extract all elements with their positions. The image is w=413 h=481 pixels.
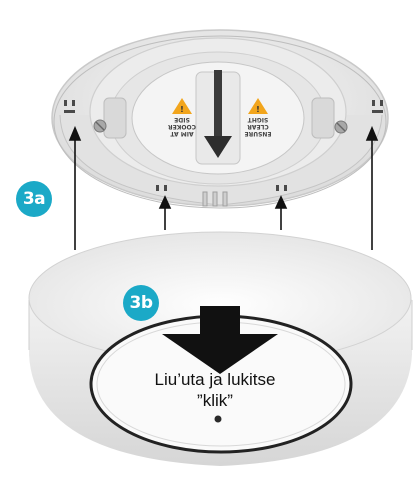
plate-label-right-3: SIGHT [247, 116, 269, 123]
arrow-up-icon [68, 125, 82, 141]
arrow-up-icon [274, 195, 288, 209]
svg-text:!: ! [180, 105, 184, 114]
plate-label-right-2: CLEAR [247, 123, 269, 130]
instruction-line-1: Liu’uta ja lukitse [154, 370, 276, 389]
detector-body [28, 231, 413, 466]
sensor-dot [214, 415, 222, 423]
arrows-up [68, 125, 379, 250]
step-badge-3a: 3a [16, 181, 52, 217]
push-arrow [162, 306, 278, 374]
plate-label-left-3: SIDE [174, 116, 190, 123]
svg-text:!: ! [256, 105, 260, 114]
plate-label-left-1: AIM AT [169, 130, 193, 137]
warning-icon [172, 98, 192, 114]
step-badge-3b: 3b [123, 285, 159, 321]
arrow-down-icon [204, 136, 232, 158]
plate-label-left-2: COOKER [168, 123, 196, 130]
arrow-up-icon [365, 125, 379, 141]
warning-icon [248, 98, 268, 114]
plate-label-right-1: ENSURE [244, 130, 271, 137]
mounting-plate: ! ! AIM AT COOKER SIDE ENSURE CLEAR SIGH… [51, 29, 389, 209]
arrow-down-icon [162, 306, 278, 374]
arrow-up-icon [158, 195, 172, 209]
instruction-line-2: ”klik” [197, 391, 233, 410]
instruction-caption: Liu’uta ja lukitse ”klik” [130, 369, 300, 411]
